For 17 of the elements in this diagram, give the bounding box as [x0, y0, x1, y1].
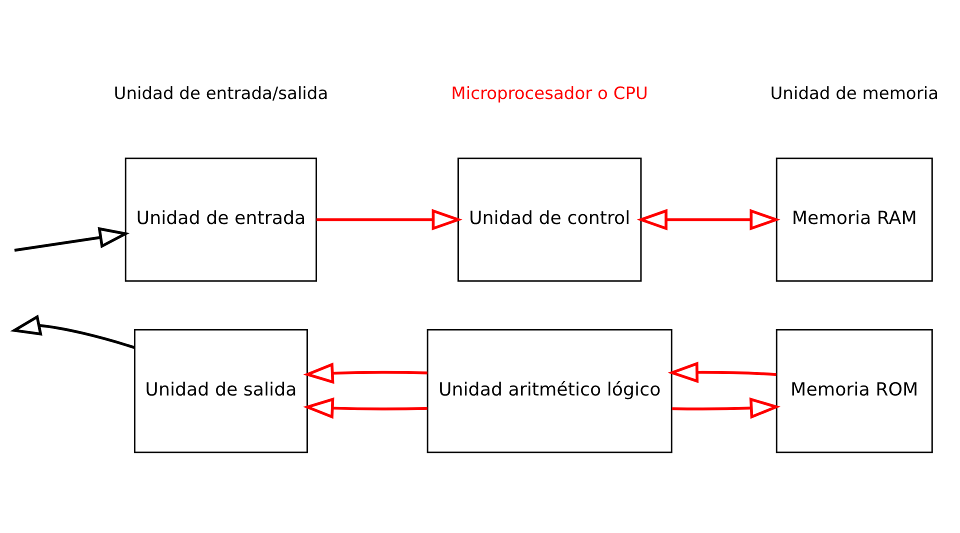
node-box: Unidad de salida [133, 329, 308, 454]
arrow [667, 362, 776, 384]
arrow [302, 362, 427, 384]
label: Microprocesador o CPU [450, 84, 648, 104]
arrow [316, 208, 462, 230]
node-box: Unidad aritmético lógico [426, 329, 672, 454]
arrow [636, 208, 780, 230]
label: Unidad de entrada/salida [113, 84, 328, 104]
label: Unidad de memoria [770, 84, 938, 104]
arrow [14, 227, 130, 252]
node-box: Unidad de control [456, 158, 642, 282]
arrow [672, 397, 780, 419]
node-box: Unidad de entrada [124, 158, 317, 282]
arrow [10, 314, 135, 349]
arrow [302, 397, 427, 419]
node-box: Memoria RAM [775, 158, 932, 282]
node-box: Memoria ROM [775, 329, 932, 454]
